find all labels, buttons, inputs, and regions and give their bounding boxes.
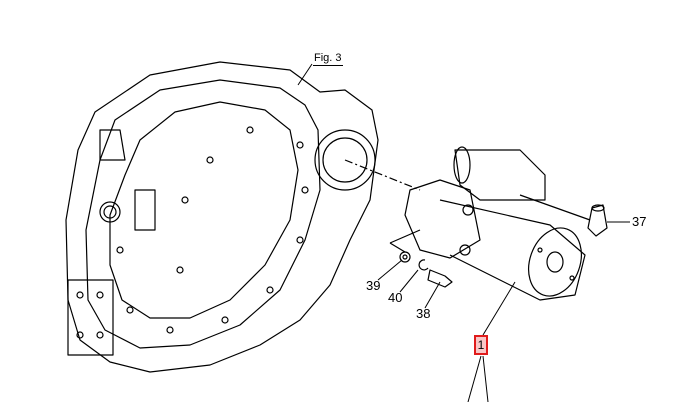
flywheel-housing bbox=[65, 61, 421, 373]
part-label-37[interactable]: 37 bbox=[632, 214, 647, 229]
part-label-39[interactable]: 39 bbox=[366, 278, 381, 293]
part-label-38[interactable]: 38 bbox=[416, 306, 431, 321]
part-label-40[interactable]: 40 bbox=[388, 290, 403, 305]
figure-reference[interactable]: Fig. 3 bbox=[313, 52, 343, 66]
small-parts bbox=[389, 229, 453, 288]
selected-part-callout-1[interactable]: 1 bbox=[474, 335, 488, 355]
starter-motor bbox=[404, 146, 608, 301]
leader-lines bbox=[297, 63, 630, 402]
